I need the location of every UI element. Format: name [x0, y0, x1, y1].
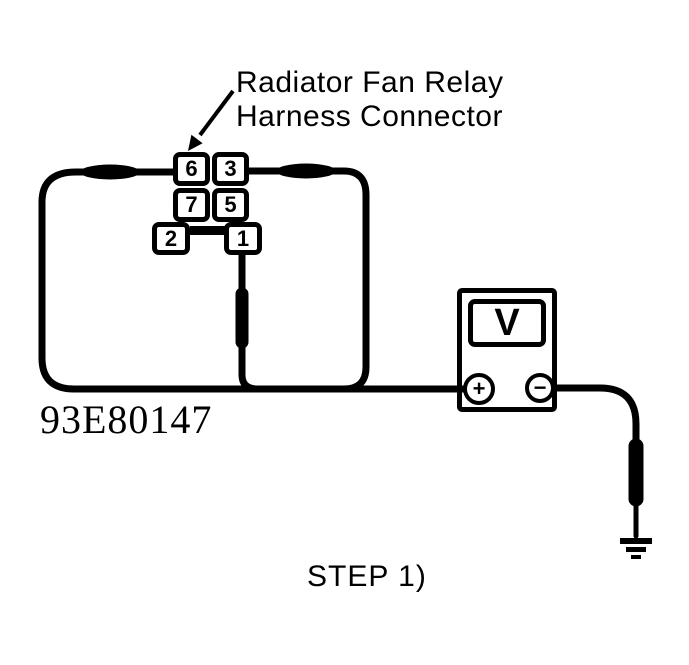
- jumper-wire-left: [38, 168, 468, 393]
- connector-grid: 6 3 7 5: [173, 152, 249, 222]
- pin-3-cell: 3: [212, 152, 249, 186]
- jumper-wire-right: [246, 167, 370, 393]
- step-caption: STEP 1): [307, 560, 427, 593]
- wire-boot-left: [80, 164, 140, 180]
- ground-icon: [620, 538, 652, 559]
- meter-negative-lead: [552, 384, 640, 446]
- connector-callout-line2: Harness Connector: [236, 100, 503, 133]
- negative-terminal: −: [525, 373, 555, 403]
- positive-terminal: +: [463, 373, 495, 405]
- pin-1-cell: 1: [224, 222, 262, 255]
- voltmeter-display: V: [468, 299, 546, 347]
- pin1-test-lead: [238, 248, 259, 393]
- connector-callout-label: Radiator Fan Relay Harness Connector: [236, 66, 503, 134]
- wire-boot-right: [276, 163, 336, 179]
- pin-7-cell: 7: [173, 188, 210, 222]
- callout-arrow-head: [188, 134, 203, 151]
- pin-2-cell: 2: [152, 222, 190, 255]
- connector-callout-line1: Radiator Fan Relay: [236, 66, 504, 99]
- pin-5-cell: 5: [212, 188, 249, 222]
- callout-arrow-line: [198, 89, 235, 137]
- voltmeter: V + −: [457, 288, 557, 412]
- bottom-bridge-bar: [190, 226, 227, 235]
- figure-id: 93E80147: [40, 397, 213, 442]
- pin-6-cell: 6: [173, 152, 210, 186]
